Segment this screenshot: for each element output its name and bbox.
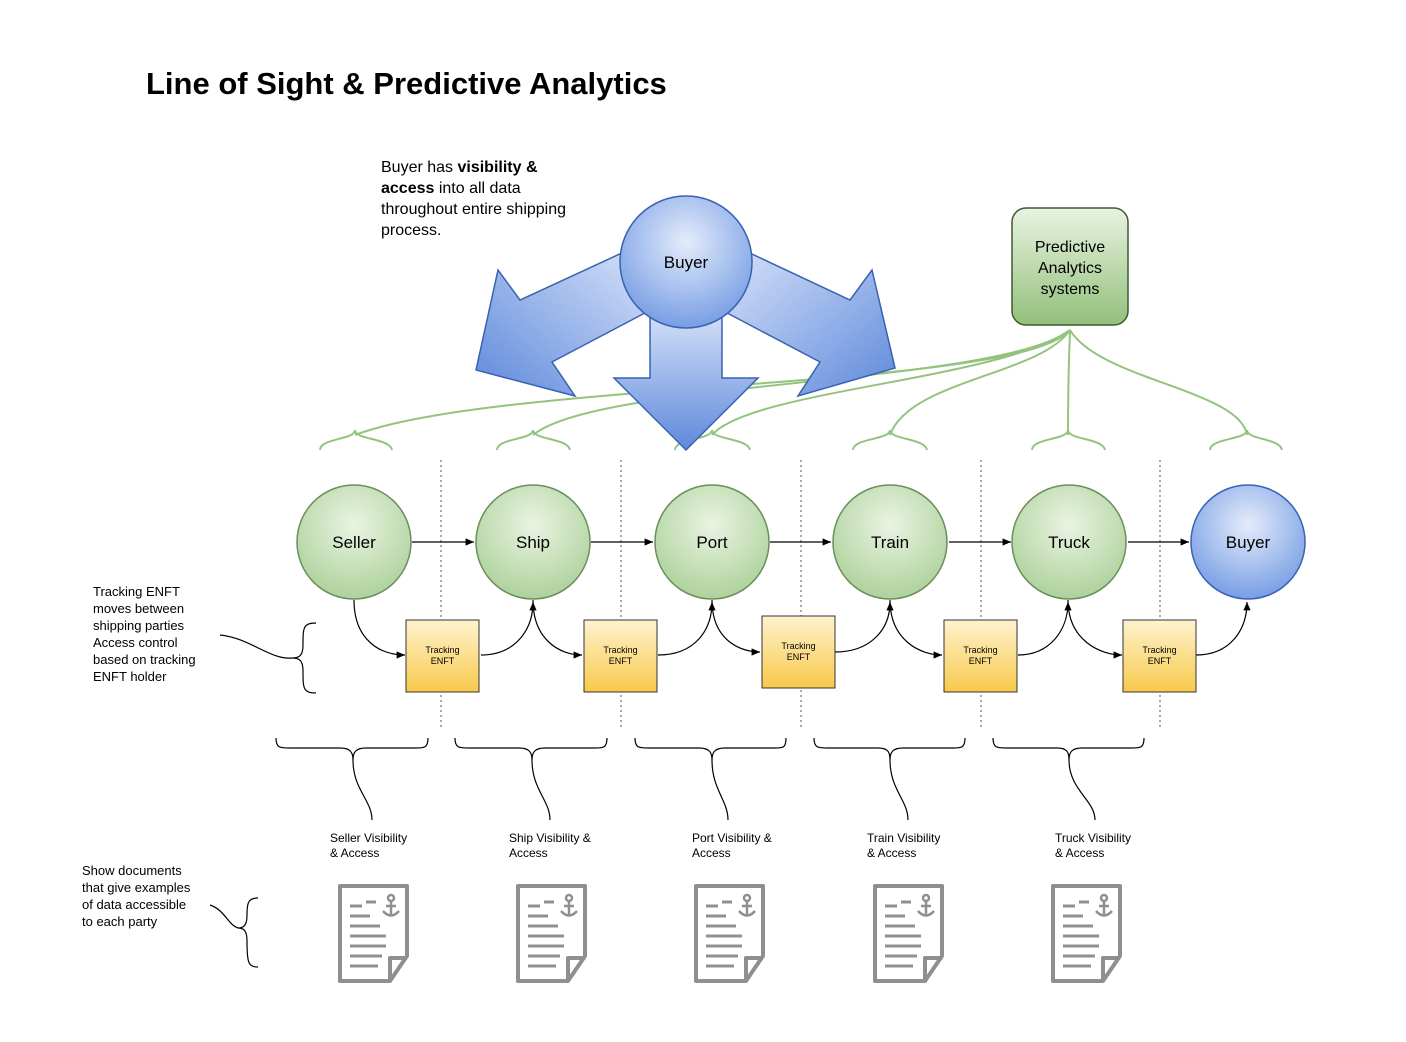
predictive-label-line: Predictive bbox=[1035, 239, 1105, 256]
top-buyer-label: Buyer bbox=[664, 253, 709, 272]
document-anchor-icon bbox=[1051, 884, 1122, 983]
party-node-ship bbox=[475, 484, 591, 600]
predictive-label-line: systems bbox=[1041, 281, 1100, 298]
party-label: Ship bbox=[516, 533, 550, 552]
page-title: Line of Sight & Predictive Analytics bbox=[146, 66, 667, 101]
buyer-note-prefix: Buyer has bbox=[381, 159, 458, 176]
predictive-label-line: Analytics bbox=[1038, 260, 1102, 277]
visibility-label-train: Train Visibility& Access bbox=[867, 831, 940, 861]
party-label: Truck bbox=[1048, 533, 1090, 552]
party-nodes: Seller Ship Port Train Truck Buyer bbox=[296, 484, 1306, 600]
party-node-port bbox=[654, 484, 770, 600]
buyer-visibility-note: Buyer has visibility & access into all d… bbox=[381, 157, 591, 241]
buyer-note-suffix: into all data throughout entire shipping… bbox=[381, 180, 567, 239]
visibility-label-line: & Access bbox=[867, 846, 917, 860]
visibility-label-line: & Access bbox=[1055, 846, 1105, 860]
buyer-note-bold: visibility & access bbox=[381, 159, 538, 197]
visibility-label-line: Ship Visibility & bbox=[509, 831, 591, 845]
visibility-label-line: Truck Visibility bbox=[1055, 831, 1132, 845]
tracking-note-brace bbox=[219, 622, 317, 694]
party-label: Buyer bbox=[1226, 533, 1271, 552]
visibility-label-line: Port Visibility & bbox=[692, 831, 772, 845]
tracking-enft-box bbox=[583, 619, 658, 693]
party-node-seller bbox=[296, 484, 412, 600]
party-node-buyer bbox=[1190, 484, 1306, 600]
document-anchor-icon bbox=[694, 884, 765, 983]
tracking-enft-box bbox=[1122, 619, 1197, 693]
tracking-enft-box bbox=[405, 619, 480, 693]
tracking-enft-box bbox=[761, 615, 836, 689]
tracking-enft-box bbox=[943, 619, 1018, 693]
tracking-curves bbox=[353, 599, 1251, 659]
visibility-label-line: Access bbox=[509, 846, 548, 860]
visibility-label-port: Port Visibility &Access bbox=[692, 831, 772, 861]
tracking-enft-note: Tracking ENFT moves between shipping par… bbox=[93, 584, 196, 684]
party-node-truck bbox=[1011, 484, 1127, 600]
visibility-label-line: Seller Visibility bbox=[330, 831, 408, 845]
document-icons bbox=[338, 884, 1122, 983]
visibility-label-ship: Ship Visibility &Access bbox=[509, 831, 591, 861]
party-label: Train bbox=[871, 533, 909, 552]
visibility-braces bbox=[275, 737, 1145, 821]
visibility-label-truck: Truck Visibility& Access bbox=[1055, 831, 1131, 861]
buyer-visibility-arrows bbox=[475, 238, 896, 452]
top-buyer-node: Buyer bbox=[619, 195, 753, 329]
visibility-label-line: & Access bbox=[330, 846, 380, 860]
documents-note: Show documents that give examples of dat… bbox=[82, 863, 191, 929]
visibility-label-line: Train Visibility bbox=[867, 831, 941, 845]
party-label: Seller bbox=[332, 533, 376, 552]
party-node-train bbox=[832, 484, 948, 600]
visibility-label-seller: Seller Visibility& Access bbox=[330, 831, 407, 861]
visibility-label-line: Access bbox=[692, 846, 731, 860]
document-anchor-icon bbox=[516, 884, 587, 983]
document-anchor-icon bbox=[873, 884, 944, 983]
documents-note-brace bbox=[209, 897, 259, 968]
document-anchor-icon bbox=[338, 884, 409, 983]
party-label: Port bbox=[696, 533, 727, 552]
